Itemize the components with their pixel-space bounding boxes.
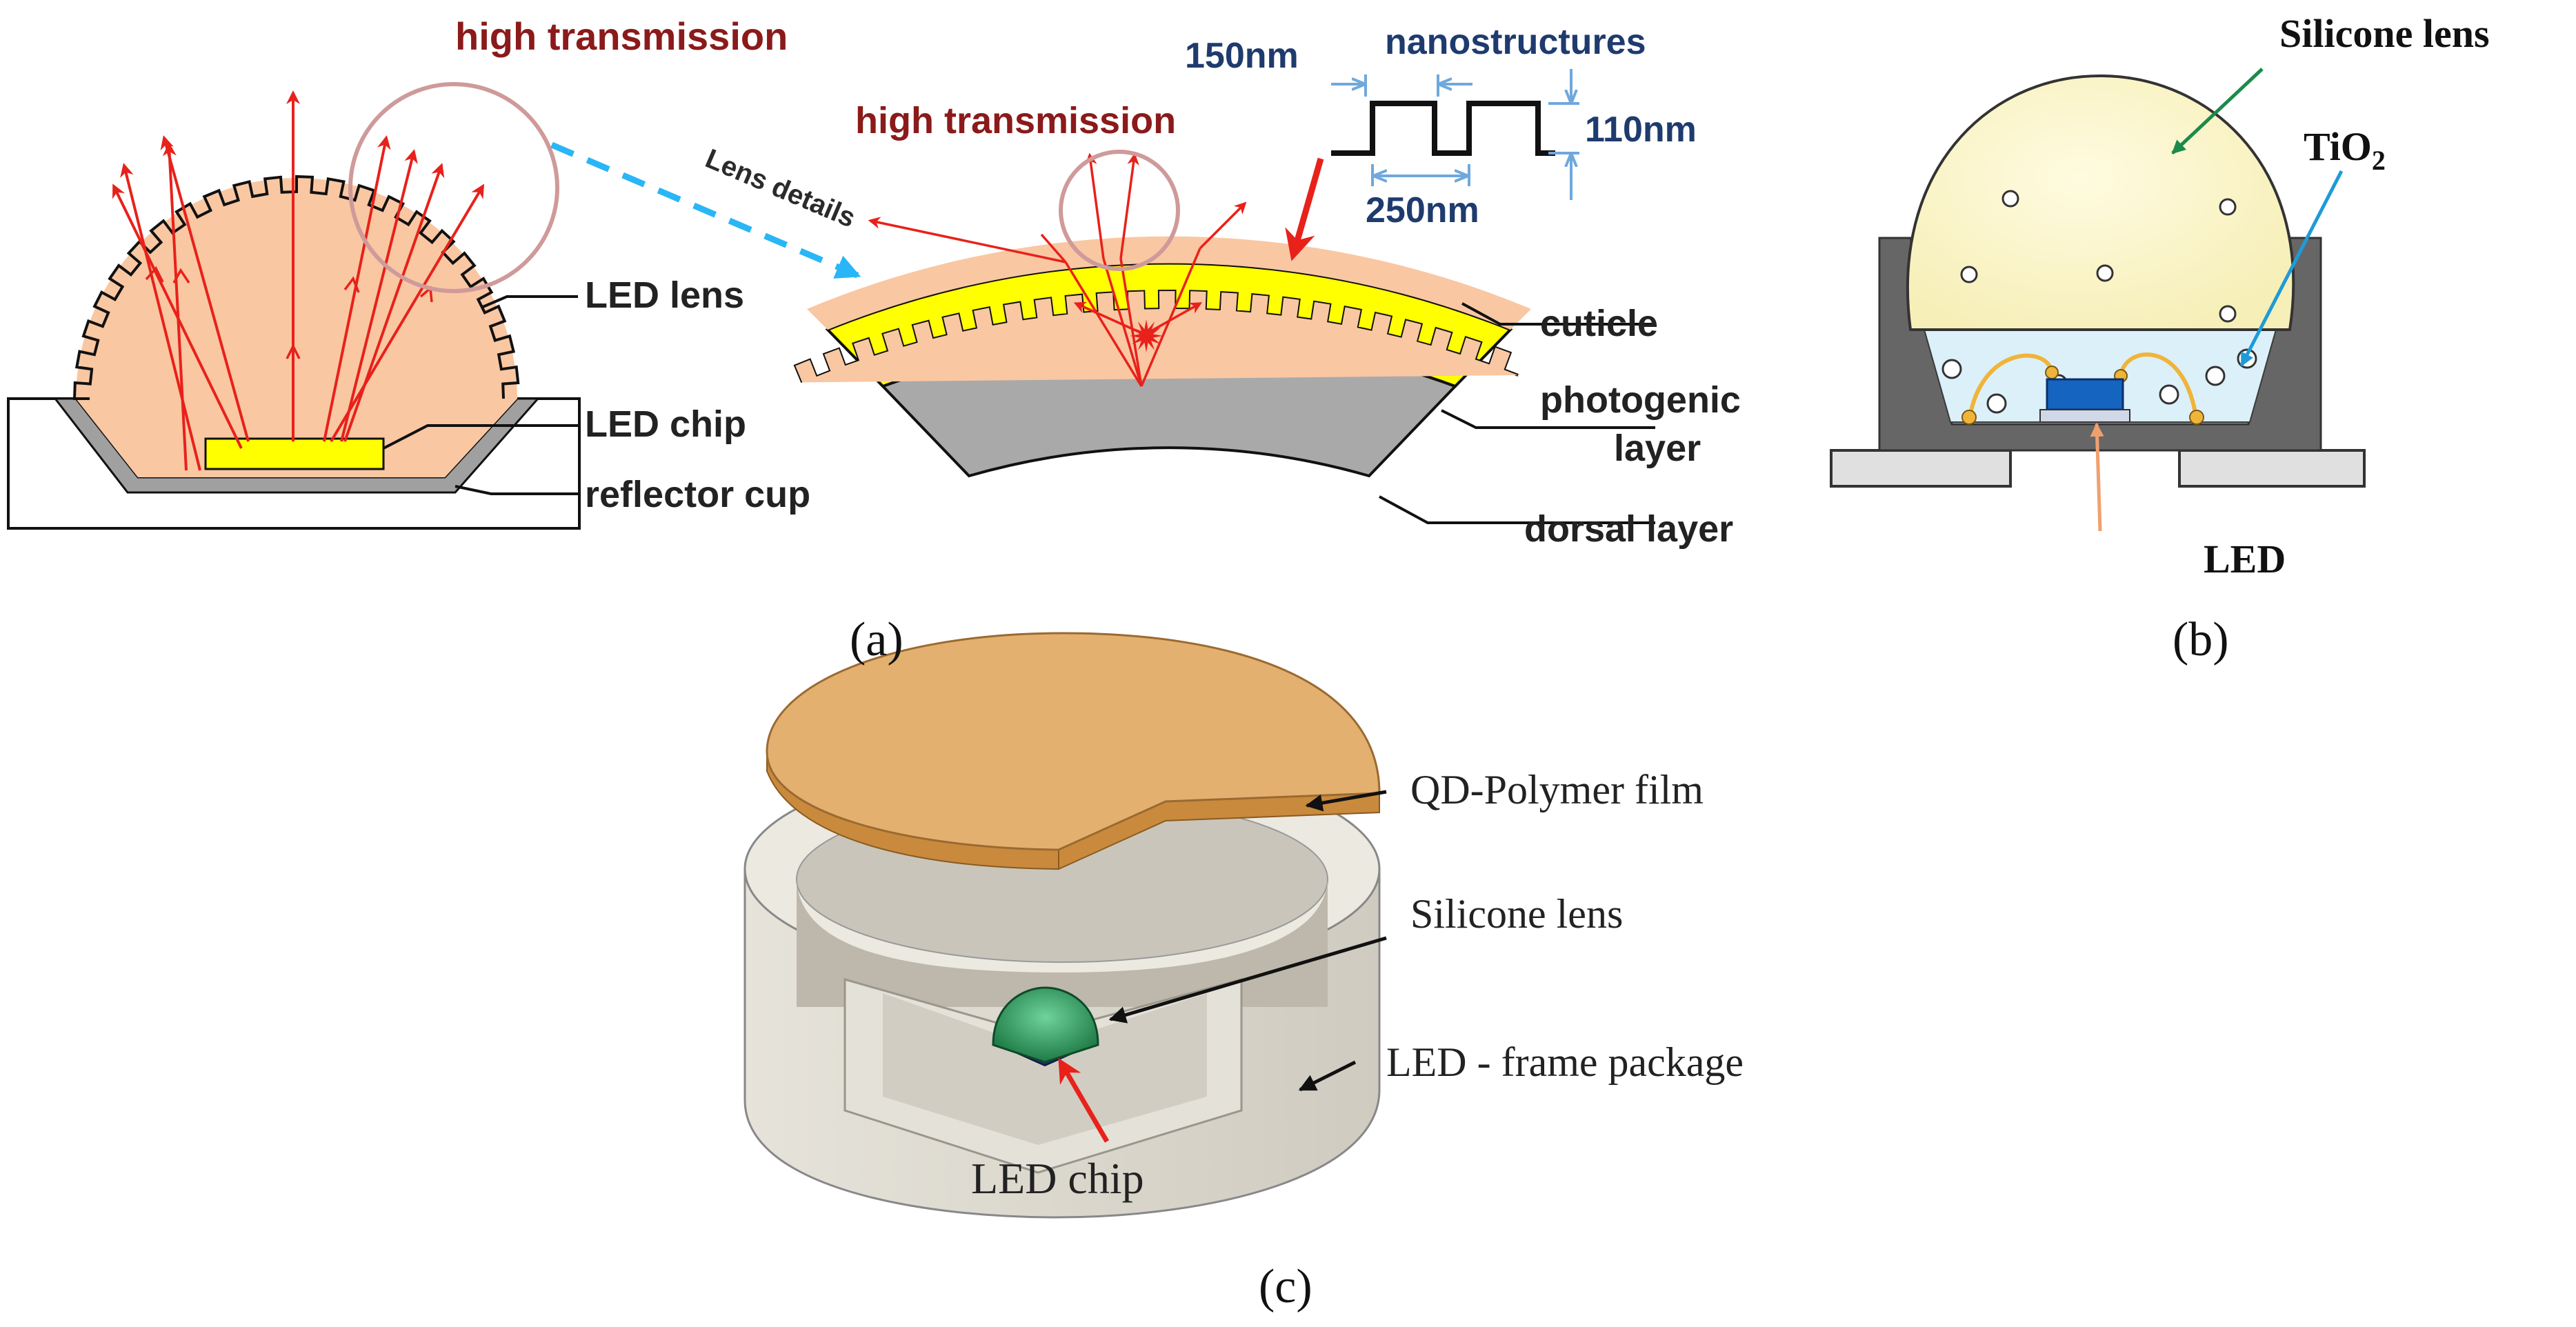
high-transmission-circle-left [348,82,559,293]
label-reflector-cup: reflector cup [585,474,810,515]
label-silicone-lens-c: Silicone lens [1410,891,1623,937]
silicone-lens-arrow [2171,68,2264,154]
panel-c-package [743,632,1387,1219]
label-110nm: 110nm [1585,110,1697,150]
led-chip-c-arrow [1058,1057,1110,1143]
label-layer: layer [1614,428,1701,469]
light-rays-right [868,152,1247,387]
green-silicone-lens [992,986,1099,1064]
nanostructure-pointer-arrow [1285,157,1324,261]
label-qd-film: QD-Polymer film [1410,767,1704,812]
label-cuticle: cuticle [1540,303,1658,344]
panel-b-package [1830,68,2366,532]
qd-polymer-film-top [766,632,1381,851]
label-led-lens: LED lens [585,275,744,316]
wire-bonds [1967,352,2199,423]
light-rays-left [112,90,485,471]
panel-a-led-package [7,82,581,530]
pad-left [1830,449,2012,488]
label-tio2: TiO2 [2304,124,2386,176]
frame-cut-floor [883,993,1207,1145]
label-led-b: LED [2204,537,2286,581]
bond-balls [1961,366,2204,425]
led-lens-dome [76,178,517,399]
nanostructure-profile [1331,101,1555,156]
label-led-chip-c: LED chip [971,1154,1144,1203]
label-nanostructures: nanostructures [1385,22,1646,62]
silicone-lens-c-arrow [1108,936,1387,1024]
frame-arrow [1298,1060,1357,1092]
emission-star [1130,319,1163,352]
label-frame-package: LED - frame package [1386,1039,1744,1085]
label-photogenic: photogenic [1540,379,1741,421]
lens-nanostructure-edge [72,174,520,400]
silicone-dome [1906,74,2295,331]
label-silicone-lens-b: Silicone lens [2279,11,2490,56]
tio2-arrow [2239,170,2344,367]
tio2-subscript: 2 [2372,145,2386,176]
panel-label-a: (a) [850,613,903,666]
lens-details-connector [550,141,861,279]
label-250nm: 250nm [1366,190,1479,230]
dimension-lines [1331,69,1579,200]
panel-label-c: (c) [1259,1260,1312,1313]
led-die [2046,378,2124,411]
label-lens-details: Lens details [701,143,859,234]
frame-inner-wall [797,879,1328,1007]
tio2-base: TiO [2304,124,2372,169]
cuticle-shape [807,236,1531,330]
label-high-transmission-right: high transmission [855,100,1176,141]
panel-a-left-leaders [383,295,578,495]
label-dorsal-layer: dorsal layer [1524,508,1733,550]
panel-a-cross-section [793,69,1655,524]
label-high-transmission-left: high transmission [455,14,788,58]
led-chip-rect [204,437,385,470]
panel-a-right-leaders [1379,302,1655,524]
led-die-base [2039,409,2130,423]
led-arrow [2090,423,2104,532]
high-transmission-circle-right [1059,150,1180,271]
label-150nm: 150nm [1185,36,1299,76]
qd-film-arrow [1305,790,1387,812]
label-led-chip: LED chip [585,403,746,445]
pad-right [2178,449,2366,488]
panel-label-b: (b) [2173,613,2229,666]
